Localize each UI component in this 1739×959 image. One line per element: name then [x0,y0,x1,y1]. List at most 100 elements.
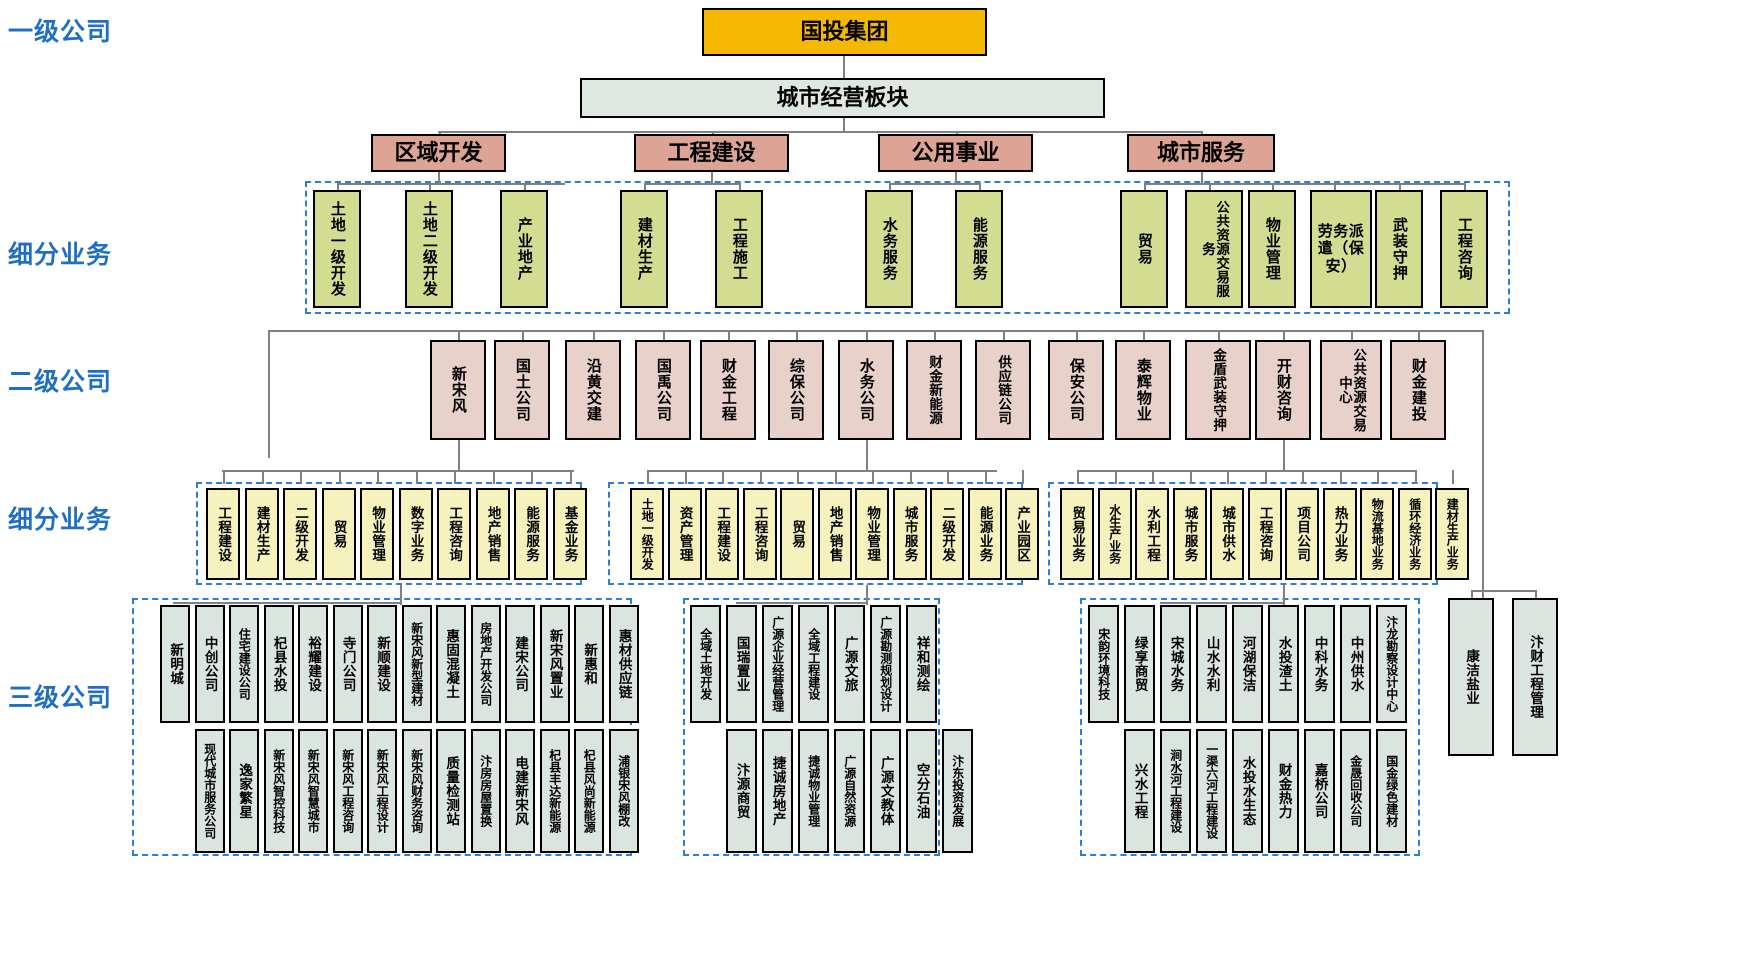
level3-group-a-l3-r1-2: 中创公司 [194,605,225,723]
level3-group-a-l3-r1-9: 惠固混凝土 [436,605,466,723]
division-box-2: 工程建设 [634,134,789,172]
level3-group-b-l3-r1-3: 广源企业经营管理 [762,605,793,723]
connector-level2-drop-9 [1003,330,1005,340]
sub-business-top-1: 土地一级开发 [313,190,361,308]
connector-sbb-drop-5 [797,470,799,484]
sub-business-group-a-3: 二级开发 [283,488,317,580]
level3-group-a-l3-r1-11: 建宋公司 [505,605,535,723]
level3-group-c-l3-r1-2: 绿享商贸 [1124,605,1155,723]
level2-company-2: 国土公司 [494,340,550,440]
connector-line [1272,183,1274,190]
connector-sbb-drop-6 [834,470,837,484]
level3-group-c-l3-r1-4: 山水水利 [1196,605,1227,723]
sub-business-group-c-11: 建材生产业务 [1435,488,1469,580]
connector-l2-to-sba [458,440,460,470]
level3-group-a-l3-r2-13: 浦银宋风棚改 [608,729,639,853]
connector-level2-drop-4 [663,330,665,340]
connector-level2-bus [268,330,1482,332]
sub-business-top-13: 工程咨询 [1440,190,1488,308]
sub-business-group-a-6: 数字业务 [398,488,433,580]
connector-bus-d2 [644,183,739,185]
sub-business-group-b-1: 土地一级开发 [630,488,664,580]
sub-business-top-frame [305,181,1510,314]
sub-business-group-b-5: 贸易 [780,488,814,580]
connector-sbb-drop-4 [759,470,762,484]
level3-group-a-l3-r2-1: 现代城市服务公司 [194,729,225,853]
level3-group-a-l3-r1-7: 新顺建设 [367,605,397,723]
connector-sbb-drop-2 [684,470,687,484]
level3-group-c-l3-r2-5: 财金热力 [1268,729,1299,853]
sub-business-group-a-7: 工程咨询 [437,488,471,580]
level2-company-11: 泰辉物业 [1115,340,1171,440]
connector-sba-drop-3 [300,470,302,484]
connector-group-to-sector [843,56,845,78]
level2-company-15: 财金建投 [1390,340,1446,440]
connector-sbc-drop-10 [1414,470,1417,484]
sub-business-group-b-7: 物业管理 [855,488,889,580]
connector-line [337,183,339,190]
sub-business-group-c-10: 循环经济业务 [1397,488,1432,580]
connector-d1-down [438,172,440,183]
sub-business-group-b-4: 工程咨询 [742,488,777,580]
connector-sbb-drop-7 [872,470,874,484]
level3-group-a-l3-r1-10: 房地产开发公司 [470,605,501,723]
row-label-level1: 一级公司 [8,18,113,46]
connector-sba-drop-10 [569,470,572,484]
connector-l2-to-sbc [1283,440,1285,470]
connector-bus-d1 [337,183,565,185]
connector-standalone-bus [1471,590,1535,592]
connector-sbc-drop-5 [1227,470,1229,484]
sub-business-group-a-2: 建材生产 [244,488,279,580]
level3-group-b-l3-r1-2: 国瑞置业 [726,605,757,723]
connector-level2-drop-6 [796,330,798,340]
division-box-1: 区域开发 [371,134,506,172]
level3-group-b-l3-r1-1: 全域土地开发 [690,605,721,723]
sub-business-group-c-8: 热力业务 [1322,488,1357,580]
level3-group-a-l3-r1-13: 新惠和 [574,605,604,723]
connector-line [979,183,981,190]
connector-sba-drop-4 [338,470,341,484]
connector-sba-drop-1 [223,470,225,484]
sub-business-top-12: 武装守押 [1375,190,1423,308]
level3-group-a-l3-r1-12: 新宋风置业 [539,605,570,723]
level3-group-c-l3-r2-6: 嘉桥公司 [1304,729,1335,853]
connector-bus-d3 [889,183,979,185]
level2-company-10: 保安公司 [1048,340,1104,440]
sub-business-group-c-2: 水生产业务 [1097,488,1132,580]
sub-business-group-b-11: 产业园区 [1005,488,1039,580]
sub-business-top-6: 水务服务 [865,190,913,308]
level2-company-1: 新宋风 [430,340,486,440]
group-box: 国投集团 [702,8,987,56]
connector-sector-down [843,118,845,132]
level3-group-a-l3-r1-14: 惠材供应链 [608,605,639,723]
connector-sbc-drop-8 [1339,470,1342,484]
level3-group-b-l3-r2-4: 广源自然资源 [834,729,865,853]
sub-business-group-b-3: 工程建设 [705,488,739,580]
level2-company-4: 国禹公司 [635,340,691,440]
level3-group-c-l3-r1-6: 水投渣土 [1268,605,1299,723]
connector-line [889,183,891,190]
connector-sbc-drop-6 [1264,470,1267,484]
level2-company-7: 水务公司 [838,340,894,440]
row-label-subbiz2: 细分业务 [8,506,113,534]
division-box-4: 城市服务 [1127,134,1275,172]
connector-sbc-drop-7 [1302,470,1304,484]
connector-level2-drop-11 [1143,330,1145,340]
level3-group-b-l3-r2-3: 捷诚物业管理 [798,729,829,853]
level3-group-a-l3-r1-8: 新宋风新型建材 [401,605,432,723]
connector-sba-drop-2 [261,470,264,484]
sub-business-top-5: 工程施工 [715,190,763,308]
level3-frame-b [683,598,940,856]
connector-level2-right-rail [1482,330,1484,640]
connector-l3b-in [736,602,867,604]
connector-level2-drop-10 [1076,330,1078,340]
level3-group-a-l3-r1-5: 裕耀建设 [298,605,328,723]
sub-business-group-c-7: 项目公司 [1285,488,1319,580]
sub-business-top-11: 劳务派遣（保安） [1310,190,1372,308]
level3-group-a-l3-r2-11: 杞县丰达新能源 [539,729,570,853]
sub-business-top-8: 贸易 [1120,190,1168,308]
connector-sba-bus [222,470,574,472]
level3-group-a-l3-r2-10: 电建新宋风 [505,729,535,853]
connector-d4-down [1201,172,1203,183]
